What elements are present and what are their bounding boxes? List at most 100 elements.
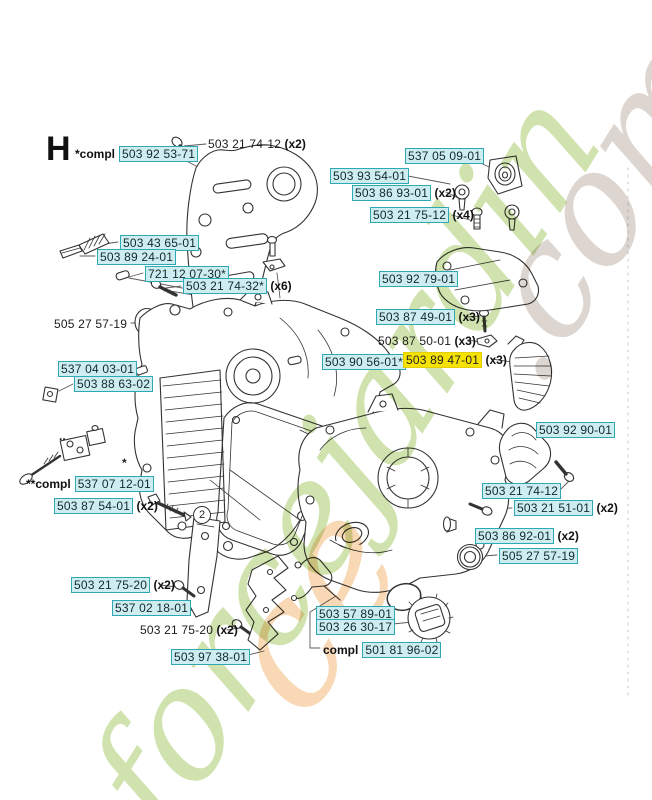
part-label: 537 05 09-01	[405, 148, 485, 164]
part-number[interactable]: 503 92 79-01	[379, 271, 459, 287]
crankcase-right-drawing	[297, 393, 511, 593]
label-prefix: *compl	[75, 147, 116, 161]
part-number[interactable]: 503 26 30-17	[316, 619, 396, 635]
part-number[interactable]: 503 87 54-01	[54, 498, 134, 514]
chain-catcher-drawing	[262, 235, 286, 272]
part-label: 503 21 74-32* (x6)	[183, 278, 292, 294]
buffer-a-drawing	[454, 184, 470, 211]
part-label: 503 21 74-12 (x2)	[208, 137, 306, 151]
clip-drawing	[476, 334, 498, 348]
mount-bracket-drawing	[435, 247, 540, 312]
oil-cap-assembly-drawing	[290, 557, 454, 643]
part-number[interactable]: 503 89 24-01	[97, 249, 177, 265]
label-quantity: (x2)	[150, 578, 175, 592]
label-quantity: (x2)	[281, 137, 306, 151]
part-label: 505 27 57-19	[499, 548, 579, 564]
part-number[interactable]: 501 81 96-02	[362, 642, 442, 658]
part-number[interactable]: 503 92 90-01	[536, 422, 616, 438]
part-number: 503 21 74-12	[208, 137, 282, 151]
part-number[interactable]: 503 21 75-20	[71, 577, 151, 593]
part-label: 503 92 90-01	[536, 422, 616, 438]
brake-band-drawing	[507, 335, 553, 411]
buffer-b-drawing	[504, 204, 520, 231]
part-label: 503 21 75-12 (x4)	[370, 207, 474, 223]
part-label: 503 88 63-02	[74, 376, 154, 392]
part-label: 503 86 92-01 (x2)	[475, 528, 579, 544]
part-number[interactable]: 503 87 49-01	[376, 309, 456, 325]
label-quantity: (x3)	[451, 334, 476, 348]
part-label: 503 89 47-01 (x3)	[403, 352, 507, 368]
screw-7512-drawing	[471, 207, 483, 230]
oil-seal-right-drawing	[456, 543, 484, 571]
label-quantity: (x2)	[213, 623, 238, 637]
part-number: 503 21 75-20	[140, 623, 214, 637]
part-number: 505 27 57-19	[54, 317, 128, 331]
footnote-double-dot: ..	[59, 429, 66, 443]
part-number[interactable]: 537 02 18-01	[112, 600, 192, 616]
label-quantity: (x6)	[267, 279, 292, 293]
intake-block-drawing	[487, 155, 523, 195]
part-label: 503 87 54-01 (x2)	[54, 498, 158, 514]
part-number[interactable]: 503 89 47-01	[403, 352, 483, 368]
part-label: 503 21 74-12	[482, 483, 562, 499]
part-number[interactable]: 503 21 74-12	[482, 483, 562, 499]
part-number[interactable]: 505 27 57-19	[499, 548, 579, 564]
label-quantity: (x2)	[593, 501, 618, 515]
part-number[interactable]: 537 07 12-01	[74, 476, 154, 492]
label-prefix: compl	[323, 643, 359, 657]
part-label: 503 93 54-01	[330, 168, 410, 184]
part-label: 503 21 51-01 (x2)	[514, 500, 618, 516]
label-quantity: (x2)	[431, 186, 456, 200]
bar-plate-drawing	[186, 516, 221, 618]
screw-2151-drawing	[468, 502, 493, 516]
part-number[interactable]: 503 90 56-01*	[322, 354, 406, 370]
wedge-drawing	[59, 244, 83, 259]
part-label: 503 26 30-17	[316, 619, 396, 635]
part-number[interactable]: 503 21 74-32*	[183, 278, 267, 294]
label-quantity: (x4)	[449, 208, 474, 222]
washer-8863-drawing	[42, 386, 59, 403]
part-number[interactable]: 503 57 89-01	[316, 606, 396, 622]
spring-drawing	[78, 233, 110, 255]
part-number[interactable]: 503 21 51-01	[514, 500, 594, 516]
part-number[interactable]: 503 86 92-01	[475, 528, 555, 544]
dowel-pin-drawing	[287, 355, 302, 366]
part-number[interactable]: 537 05 09-01	[405, 148, 485, 164]
part-number[interactable]: 503 21 75-12	[370, 207, 450, 223]
part-number[interactable]: 503 86 93-01	[352, 185, 432, 201]
label-quantity: (x2)	[133, 499, 158, 513]
label-quantity: (x3)	[455, 310, 480, 324]
part-label: 503 92 79-01	[379, 271, 459, 287]
part-label: 537 04 03-01	[58, 361, 138, 377]
bolt-8754-drawing	[147, 493, 192, 522]
part-number: 503 87 50-01	[378, 334, 452, 348]
part-number[interactable]: 503 43 65-01	[120, 235, 200, 251]
part-number[interactable]: 503 88 63-02	[74, 376, 154, 392]
part-label: 537 02 18-01	[112, 600, 192, 616]
part-label: 503 21 75-20 (x2)	[71, 577, 175, 593]
part-label: 503 97 38-01	[171, 649, 251, 665]
plug-8692-drawing	[442, 516, 457, 533]
part-label: 505 27 57-19	[54, 317, 127, 331]
part-label: 503 57 89-01	[316, 606, 396, 622]
footnote-asterisk: *	[122, 456, 127, 470]
part-label: 503 21 75-20 (x2)	[140, 623, 238, 637]
part-label: 503 43 65-01	[120, 235, 200, 251]
part-number[interactable]: 503 92 53-71	[119, 146, 199, 162]
pin-drawing	[115, 270, 130, 281]
part-number[interactable]: 503 93 54-01	[330, 168, 410, 184]
part-label: 503 89 24-01	[97, 249, 177, 265]
label-quantity: (x3)	[482, 353, 507, 367]
part-label: 503 90 56-01*	[322, 354, 406, 370]
part-label: 503 87 50-01 (x3)	[378, 334, 476, 348]
part-number[interactable]: 503 97 38-01	[171, 649, 251, 665]
part-number[interactable]: 537 04 03-01	[58, 361, 138, 377]
label-prefix: **compl	[26, 477, 71, 491]
part-label: 503 87 49-01 (x3)	[376, 309, 480, 325]
jagged-plate-drawing	[245, 555, 289, 651]
